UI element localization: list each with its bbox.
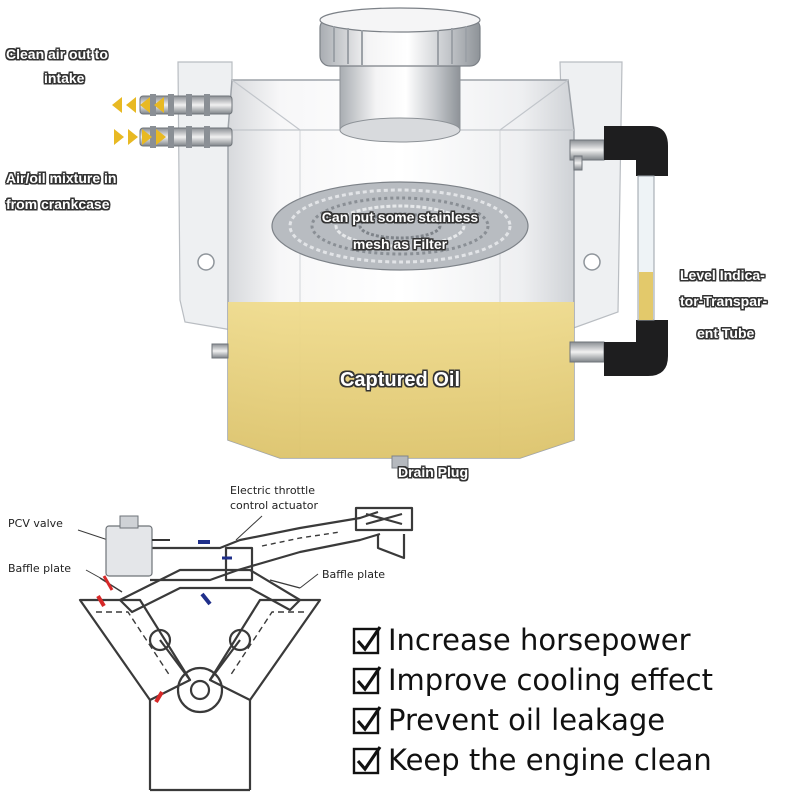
engine-schematic [77, 506, 414, 792]
checkbox-checked-icon [352, 625, 382, 655]
checkbox-checked-icon [352, 705, 382, 735]
feature-text: Keep the engine clean [388, 743, 712, 777]
feature-item: Improve cooling effect [352, 660, 713, 700]
level-label-line2: tor-Transpar- [680, 293, 768, 309]
pcv-valve-label: PCV valve [8, 517, 63, 530]
captured-oil-label: Captured Oil [339, 369, 460, 391]
level-label-line1: Level Indica- [680, 267, 765, 283]
feature-item: Keep the engine clean [352, 740, 713, 780]
drain-plug-label: Drain Plug [398, 464, 469, 480]
filler-cap [319, 7, 481, 143]
feature-text: Increase horsepower [388, 623, 691, 657]
mesh-label-line2: mesh as Filter [352, 236, 448, 252]
mesh-filter [271, 181, 529, 271]
feature-text: Improve cooling effect [388, 663, 713, 697]
baffle-plate-left-label: Baffle plate [8, 562, 72, 575]
baffle-plate-right-label: Baffle plate [322, 568, 386, 581]
schematic-flow-arrows [96, 540, 232, 704]
level-indicator-tube [569, 126, 668, 376]
feature-item: Prevent oil leakage [352, 700, 713, 740]
drain-plug [391, 455, 409, 469]
mixture-label-line2: from crankcase [6, 196, 110, 212]
side-bolts [211, 155, 583, 359]
checkbox-checked-icon [352, 665, 382, 695]
flow-arrows [112, 97, 166, 145]
clean-air-label-line2: intake [44, 70, 85, 86]
feature-text: Prevent oil leakage [388, 703, 666, 737]
mixture-label-line1: Air/oil mixture in [6, 170, 117, 186]
captured-oil-fill [228, 302, 574, 458]
schematic-catch-can [105, 515, 170, 577]
feature-item: Increase horsepower [352, 620, 713, 660]
clean-air-label-line1: Clean air out to [6, 46, 108, 62]
level-label-line3: ent Tube [697, 325, 755, 341]
feature-list: Increase horsepower Improve cooling effe… [352, 620, 713, 780]
checkbox-checked-icon [352, 745, 382, 775]
throttle-label-line2: control actuator [230, 499, 319, 512]
mesh-label-line1: Can put some stainless [321, 209, 479, 225]
throttle-label-line1: Electric throttle [230, 484, 316, 497]
